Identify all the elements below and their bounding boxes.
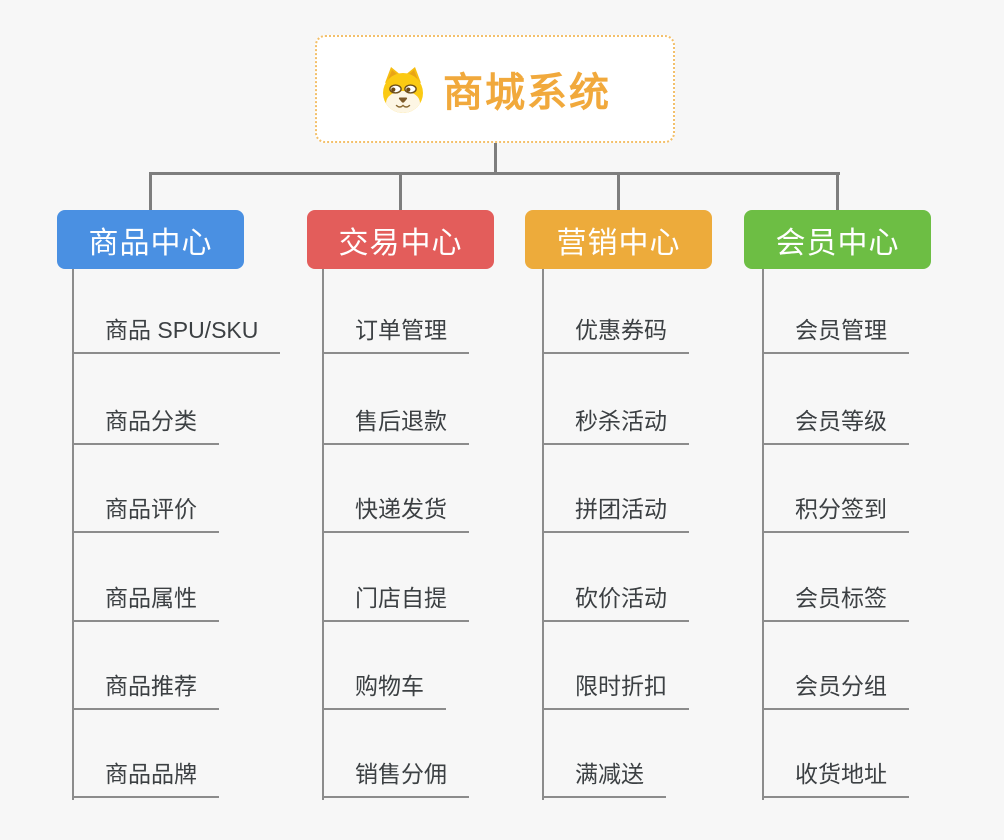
- leaf-node[interactable]: 满减送: [542, 759, 666, 798]
- branch-trunk-line-4: [762, 269, 764, 800]
- leaf-node[interactable]: 限时折扣: [542, 671, 689, 710]
- leaf-node[interactable]: 积分签到: [762, 494, 909, 533]
- branch-trunk-line-2: [322, 269, 324, 800]
- leaf-node[interactable]: 拼团活动: [542, 494, 689, 533]
- root-node[interactable]: 商城系统: [315, 35, 675, 143]
- connector-drop-branch-3: [617, 172, 620, 210]
- leaf-node[interactable]: 商品品牌: [72, 759, 219, 798]
- root-title: 商城系统: [443, 71, 611, 115]
- leaf-node[interactable]: 砍价活动: [542, 583, 689, 622]
- branch-header-product-center[interactable]: 商品中心: [57, 210, 244, 269]
- leaf-node[interactable]: 会员等级: [762, 406, 909, 445]
- leaf-node[interactable]: 商品评价: [72, 494, 219, 533]
- connector-drop-branch-1: [149, 172, 152, 210]
- leaf-node[interactable]: 门店自提: [322, 583, 469, 622]
- leaf-node[interactable]: 购物车: [322, 671, 446, 710]
- branch-trunk-line-1: [72, 269, 74, 800]
- leaf-node[interactable]: 优惠券码: [542, 315, 689, 354]
- leaf-node[interactable]: 订单管理: [322, 315, 469, 354]
- connector-root-stem: [494, 143, 497, 173]
- leaf-node[interactable]: 快递发货: [322, 494, 469, 533]
- branch-trunk-line-3: [542, 269, 544, 800]
- leaf-node[interactable]: 商品属性: [72, 583, 219, 622]
- leaf-node[interactable]: 商品推荐: [72, 671, 219, 710]
- leaf-node[interactable]: 销售分佣: [322, 759, 469, 798]
- branch-header-trade-center[interactable]: 交易中心: [307, 210, 494, 269]
- branch-header-marketing-center[interactable]: 营销中心: [525, 210, 712, 269]
- leaf-node[interactable]: 售后退款: [322, 406, 469, 445]
- connector-horizontal-bus: [149, 172, 840, 175]
- dog-face-icon: [383, 67, 423, 113]
- connector-drop-branch-2: [399, 172, 402, 210]
- branch-header-member-center[interactable]: 会员中心: [744, 210, 931, 269]
- leaf-node[interactable]: 会员管理: [762, 315, 909, 354]
- connector-drop-branch-4: [836, 172, 839, 210]
- leaf-node[interactable]: 秒杀活动: [542, 406, 689, 445]
- leaf-node[interactable]: 会员标签: [762, 583, 909, 622]
- leaf-node[interactable]: 收货地址: [762, 759, 909, 798]
- leaf-node[interactable]: 商品分类: [72, 406, 219, 445]
- leaf-node[interactable]: 商品 SPU/SKU: [72, 315, 281, 354]
- leaf-node[interactable]: 会员分组: [762, 671, 909, 710]
